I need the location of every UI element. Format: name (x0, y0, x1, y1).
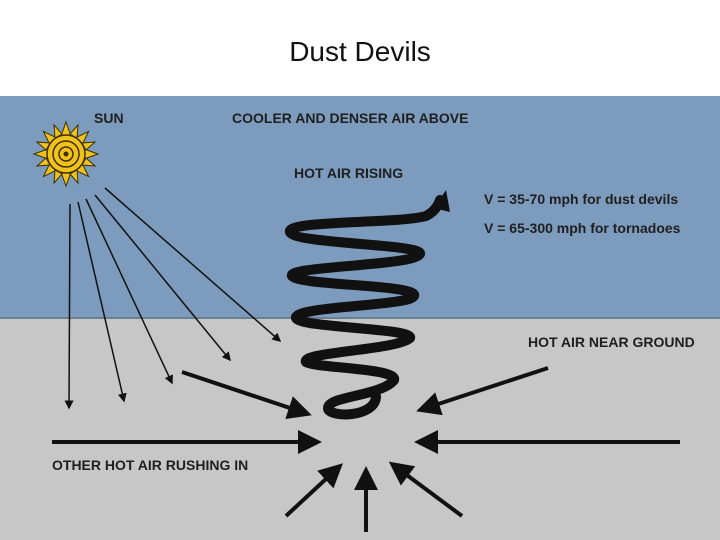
label-speed-dust-devils: V = 35-70 mph for dust devils (484, 191, 678, 207)
label-speed-tornadoes: V = 65-300 mph for tornadoes (484, 220, 681, 236)
dust-devil-diagram: SUN COOLER AND DENSER AIR ABOVE HOT AIR … (0, 96, 720, 540)
ground-region (0, 318, 720, 540)
label-other-hot-air: OTHER HOT AIR RUSHING IN (52, 457, 248, 473)
label-hot-air-rising: HOT AIR RISING (294, 165, 403, 181)
sun-ray-arrows (64, 187, 282, 410)
inflow-arrows (52, 366, 680, 532)
spiral-vortex-icon (284, 190, 450, 420)
slide-title: Dust Devils (289, 36, 431, 67)
label-sun: SUN (94, 110, 124, 126)
label-cooler-air: COOLER AND DENSER AIR ABOVE (232, 110, 468, 126)
sun-icon (32, 120, 100, 188)
label-hot-air-near-ground: HOT AIR NEAR GROUND (528, 334, 695, 350)
